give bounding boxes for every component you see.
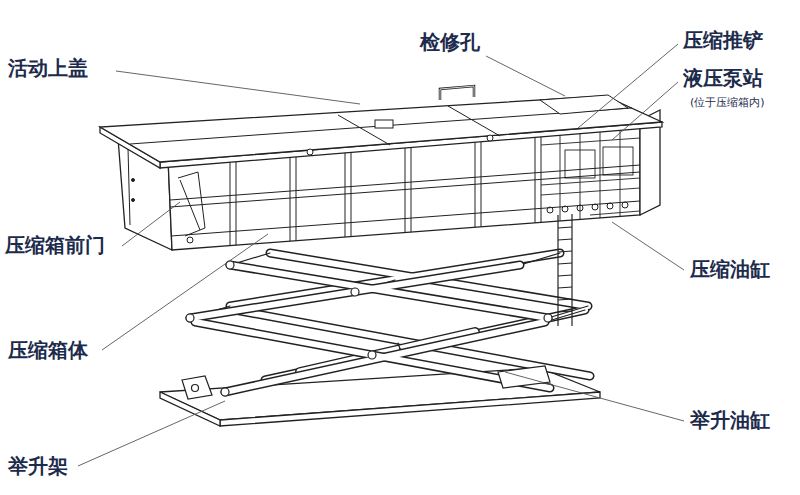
lid-details xyxy=(448,106,500,136)
scissor-lift xyxy=(182,376,212,399)
scissor-lift xyxy=(186,314,194,322)
push-shovel xyxy=(607,203,613,209)
push-shovel xyxy=(547,202,628,213)
leader-line xyxy=(578,44,678,128)
scissor-lift xyxy=(190,265,550,392)
part-label: 举升架 xyxy=(8,454,68,478)
movable-lid xyxy=(100,96,662,168)
part-label: 压缩箱前门 xyxy=(5,233,105,257)
leader-line xyxy=(78,401,225,466)
front-door xyxy=(187,237,193,243)
push-shovel xyxy=(562,206,568,212)
lid-details xyxy=(130,108,632,144)
part-note: (位于压缩箱内) xyxy=(690,96,765,109)
scissor-lift xyxy=(192,385,199,392)
scissor-lift xyxy=(182,366,550,399)
push-shovel xyxy=(565,150,595,178)
front-door xyxy=(178,172,205,236)
ladder xyxy=(558,227,572,228)
lid-details xyxy=(307,149,313,155)
ladder xyxy=(558,214,572,326)
push-shovel xyxy=(620,122,621,216)
box-frame xyxy=(351,143,352,236)
leader-line xyxy=(486,56,565,96)
box-frame xyxy=(345,144,346,237)
ladder xyxy=(558,299,572,300)
movable-lid xyxy=(100,96,662,162)
part-label: 活动上盖 xyxy=(8,56,88,80)
leader-line xyxy=(78,44,684,466)
part-label: 液压泵站 xyxy=(683,66,763,90)
push-shovel xyxy=(541,188,640,195)
base-plate xyxy=(220,392,600,426)
part-label: 检修孔 xyxy=(420,30,480,54)
scissor-lift xyxy=(368,351,376,359)
ladder xyxy=(557,215,558,326)
part-label: 压缩油缸 xyxy=(690,257,770,281)
box-frame xyxy=(405,139,406,233)
box-frame xyxy=(230,153,231,246)
push-shovel xyxy=(592,204,598,210)
leader-line xyxy=(122,202,180,246)
lid-details xyxy=(487,135,493,141)
lid-details xyxy=(440,86,474,100)
leader-line xyxy=(612,82,678,140)
scissor-lift xyxy=(221,388,229,396)
box-frame xyxy=(535,128,536,222)
front-door xyxy=(132,199,135,202)
leader-line xyxy=(505,372,684,421)
push-shovel xyxy=(560,126,561,221)
scissor-lift xyxy=(548,306,588,318)
part-label: 举升油缸 xyxy=(690,408,770,432)
push-shovel xyxy=(600,123,601,218)
ladder xyxy=(558,311,572,312)
front-door xyxy=(180,180,200,230)
scissor-lift xyxy=(182,261,552,399)
scissor-lift xyxy=(186,261,552,396)
ladder xyxy=(558,275,572,276)
lid-details xyxy=(440,86,474,100)
push-shovel xyxy=(541,122,640,221)
scissor-lift xyxy=(545,310,585,322)
ladder xyxy=(558,263,572,264)
box-frame xyxy=(475,133,476,227)
leader-line xyxy=(102,234,268,350)
leader-line xyxy=(612,222,684,270)
lid-details xyxy=(375,120,393,128)
push-shovel xyxy=(547,207,553,213)
ladder xyxy=(558,251,572,252)
ladder xyxy=(558,239,572,240)
box-frame xyxy=(411,138,412,232)
scissor-lift xyxy=(351,288,359,296)
push-shovel xyxy=(577,205,583,211)
ladder xyxy=(558,287,572,288)
part-label: 压缩箱体 xyxy=(8,338,88,362)
scissor-lift xyxy=(520,253,560,265)
lid-details xyxy=(130,86,632,155)
lid-details xyxy=(540,95,628,114)
push-shovel xyxy=(590,211,640,215)
scissor-lift xyxy=(544,314,552,322)
front-door xyxy=(128,148,130,225)
part-label: 压缩推铲 xyxy=(683,28,763,52)
push-shovel xyxy=(622,202,628,208)
box-frame xyxy=(290,148,291,241)
leader-line xyxy=(116,71,360,104)
front-door xyxy=(132,179,135,182)
push-shovel xyxy=(541,178,640,185)
box-frame xyxy=(236,153,237,246)
box-frame xyxy=(296,148,297,241)
push-shovel xyxy=(603,147,633,175)
push-shovel xyxy=(541,138,640,145)
ladder xyxy=(571,214,572,326)
box-frame xyxy=(541,128,542,222)
box-frame xyxy=(481,133,482,227)
scissor-lift xyxy=(190,265,550,392)
